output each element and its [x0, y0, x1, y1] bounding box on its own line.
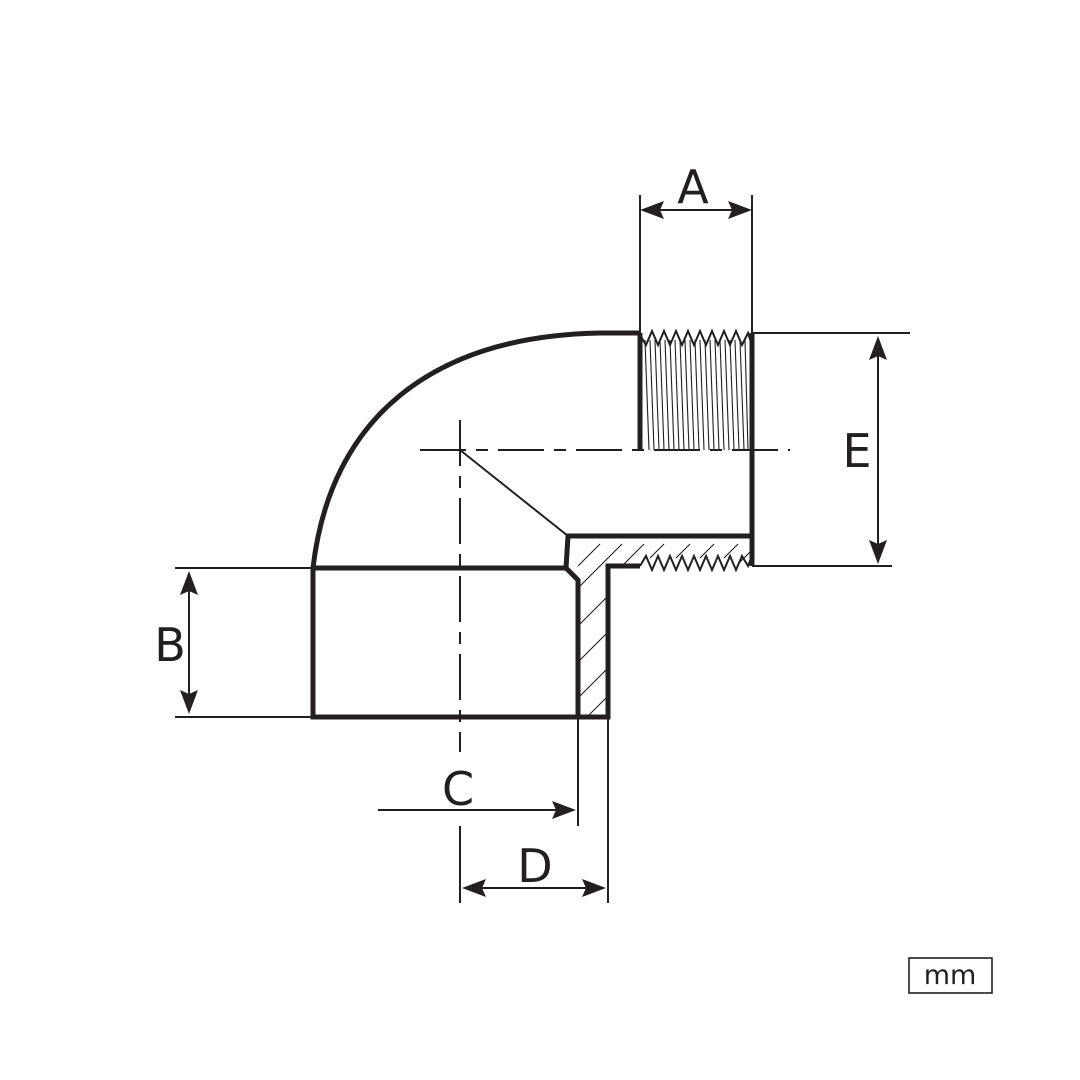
- thread-line: [689, 339, 695, 451]
- unit-box: mm: [908, 957, 993, 994]
- dimension-d-label: D: [517, 839, 552, 893]
- thread-line: [679, 339, 685, 451]
- thread-line: [709, 339, 715, 451]
- dimension-b-label: B: [154, 618, 186, 672]
- thread-line: [719, 339, 725, 451]
- bore-step: [563, 533, 752, 569]
- thread-line: [744, 339, 749, 451]
- thread-line: [694, 339, 700, 451]
- thread-line: [664, 339, 670, 451]
- upper-thread-crest: [639, 328, 753, 348]
- thread-line: [649, 339, 655, 451]
- dimension-a: A: [639, 160, 753, 333]
- thread-line: [644, 339, 650, 451]
- bend-diagonal-line: [459, 449, 569, 537]
- thread-line: [699, 339, 705, 451]
- dimension-c-label: C: [442, 762, 474, 816]
- unit-label: mm: [924, 960, 977, 991]
- dimension-a-label: A: [677, 160, 709, 214]
- dimension-b: B: [154, 567, 313, 718]
- dimension-d: D: [459, 717, 609, 903]
- thread-line: [674, 339, 680, 451]
- thread-line: [734, 339, 740, 451]
- dimension-e: E: [752, 332, 910, 567]
- dimension-e-label: E: [842, 424, 871, 478]
- thread-line: [659, 339, 665, 451]
- thread-line: [739, 339, 745, 451]
- section-hatch: [577, 543, 753, 717]
- outlet-wall-hatch: [577, 543, 753, 589]
- center-lines: [420, 420, 790, 752]
- upper-thread: [639, 328, 753, 451]
- dimension-c: C: [378, 717, 579, 826]
- thread-line: [684, 339, 690, 451]
- thread-line: [729, 339, 735, 451]
- lower-thread-crest: [639, 553, 753, 573]
- socket-inner-wall: [564, 566, 581, 717]
- thread-line: [714, 339, 720, 451]
- thread-line: [704, 339, 710, 451]
- socket-wall-hatch: [579, 597, 607, 717]
- elbow-body: [310, 330, 755, 720]
- socket-outline: [310, 563, 640, 720]
- thread-line: [724, 339, 730, 451]
- thread-line: [654, 339, 660, 451]
- thread-hatch: [644, 339, 749, 451]
- thread-line: [669, 339, 675, 451]
- outer-bend-wall: [310, 330, 640, 569]
